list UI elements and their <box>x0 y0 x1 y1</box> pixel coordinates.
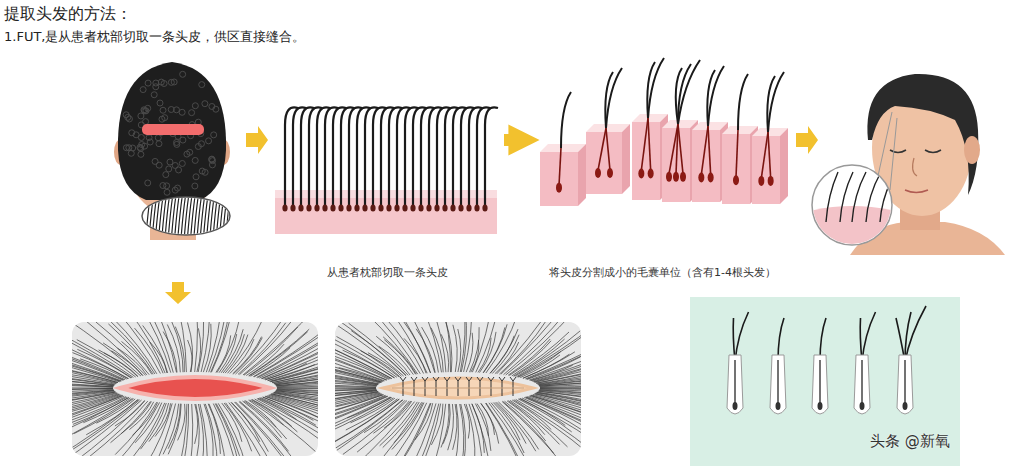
follicular-units <box>540 58 788 206</box>
step-caption: 将头皮分割成小的毛囊单位（含有1-4根头发） <box>530 265 795 280</box>
graft-panel <box>690 297 960 466</box>
title: 提取头发的方法： <box>4 4 132 25</box>
incision <box>120 377 270 399</box>
illustration-step: 将头皮分割成小的毛囊单位（含有1-4根头发） <box>530 55 795 280</box>
step-caption: 从患者枕部切取一条头皮 <box>272 265 502 280</box>
illustration-step: 从患者枕部切取一条头皮 <box>272 90 502 280</box>
suture-line <box>383 378 533 398</box>
step-arrow <box>504 134 524 146</box>
scalp-strip <box>275 107 498 234</box>
subtitle: 1.FUT,是从患者枕部切取一条头皮，供区直接缝合。 <box>4 28 305 46</box>
patient-face <box>805 74 1005 255</box>
head-back <box>114 62 230 240</box>
watermark: 头条 @新氧 <box>870 432 950 451</box>
